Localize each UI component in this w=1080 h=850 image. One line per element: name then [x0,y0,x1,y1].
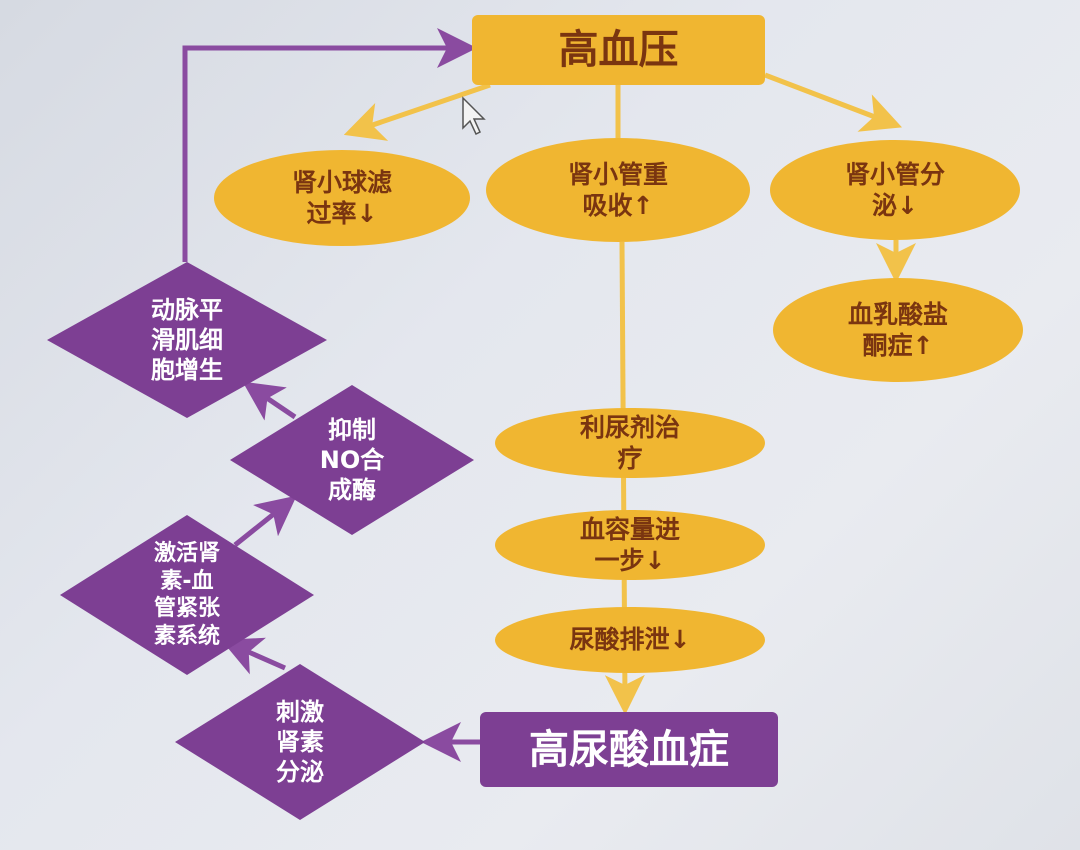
node-label: 素系统 [153,623,220,649]
node-label: 吸收↑ [582,191,654,220]
node-label: 素-血 [160,568,214,594]
node-label: 肾小管重 [567,159,668,189]
node-label: 胞增生 [151,356,223,384]
node-label: 一步↓ [594,546,666,575]
node-label: 酮症↑ [862,331,934,360]
reabsorption-node: 肾小管重吸收↑ [486,138,750,242]
hyperuricemia-node: 高尿酸血症 [480,712,778,787]
secretion-node: 肾小管分泌↓ [770,140,1020,240]
node-label: 疗 [617,444,643,473]
excretion-node: 尿酸排泄↓ [495,607,765,673]
renin-node: 刺激肾素分泌 [200,680,400,804]
node-label: 血容量进 [579,514,680,544]
node-label: 泌↓ [872,191,918,220]
node-label: 过率↓ [306,199,378,228]
node-label: 激活肾 [153,541,220,566]
node-label: 抑制 [328,416,376,444]
node-label: 尿酸排泄↓ [569,625,691,655]
hypertension-node: 高血压 [472,15,765,85]
node-label: 高尿酸血症 [529,726,729,773]
node-label: 肾小管分 [844,159,945,189]
node-label: 利尿剂治 [579,412,680,442]
node-label: 成酶 [328,476,376,504]
node-label: NO合 [319,446,385,474]
hypertension-box [472,15,765,85]
node-label: 管紧张 [153,596,220,621]
lactate-node: 血乳酸盐酮症↑ [773,278,1023,382]
volume-node: 血容量进一步↓ [495,510,765,580]
raas-node: 激活肾素-血管紧张素系统 [90,530,284,660]
diuretic-node: 利尿剂治疗 [495,408,765,478]
mouse-cursor-icon [462,96,486,136]
node-label: 分泌 [276,758,324,786]
node-label: 肾素 [276,728,324,756]
node-label: 刺激 [276,698,324,726]
node-label: 动脉平 [151,296,223,324]
smooth-muscle-node: 动脉平滑肌细胞增生 [90,280,284,400]
purple-shapes [47,262,778,820]
purple-arrows [182,28,480,762]
gfr-node: 肾小球滤过率↓ [214,150,470,246]
node-label: 高血压 [558,27,679,73]
node-label: 血乳酸盐 [847,299,948,329]
node-label: 肾小球滤 [291,167,392,197]
node-label: 滑肌细 [151,326,223,354]
yellow-shapes [214,15,1023,673]
